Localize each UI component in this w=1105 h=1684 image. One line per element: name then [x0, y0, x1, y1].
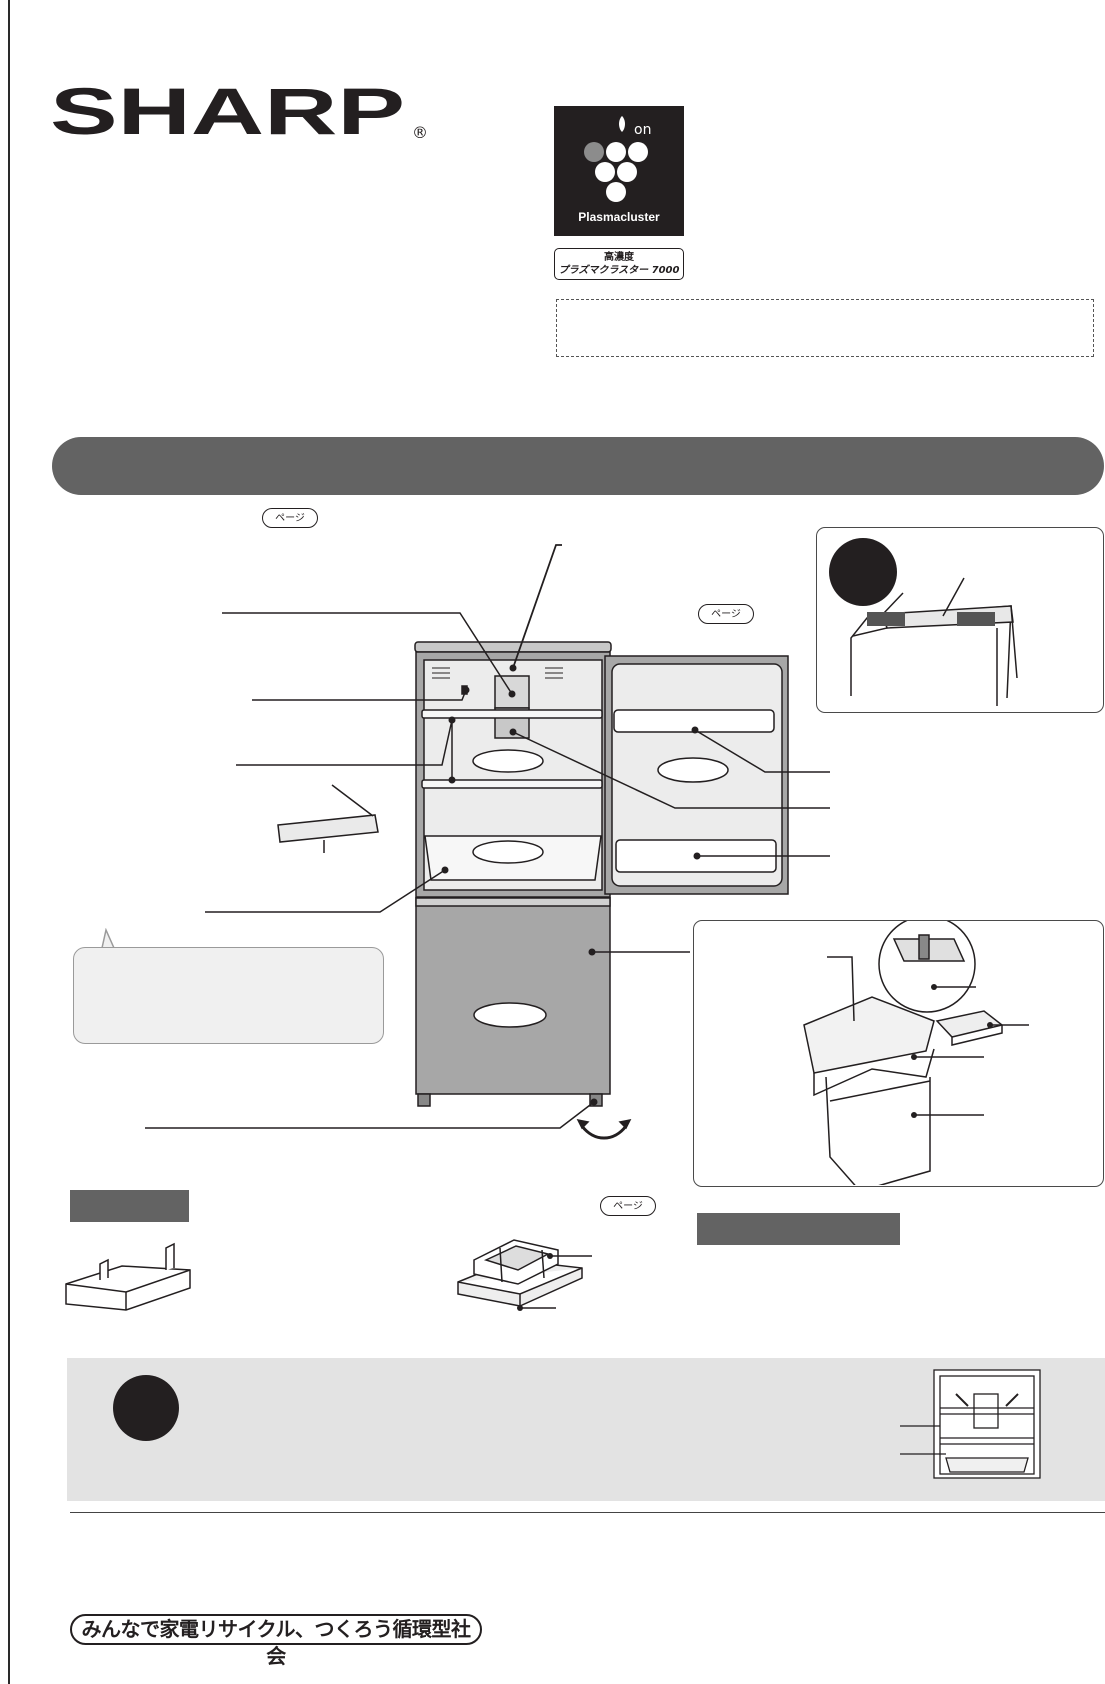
ion-text: on: [634, 122, 651, 138]
detail-marker-circle: [829, 538, 897, 606]
plasmacluster-logo: on Plasmacluster: [554, 106, 684, 236]
ice-box-inset: [693, 915, 1104, 1192]
section-title-bar: [52, 437, 1104, 495]
page-ref-pill-1: ページ: [262, 508, 318, 528]
badge-line1: 高濃度: [604, 252, 634, 263]
left-margin-rule: [8, 0, 10, 1684]
ice-tray-box-icon: [803, 915, 1029, 1192]
sharp-logo: SHARP ®: [50, 74, 430, 152]
top-vent-detail-icon: [829, 538, 1018, 706]
footer-divider: [70, 1512, 1105, 1513]
recycle-slogan: みんなで家電リサイクル、つくろう循環型社会: [70, 1614, 482, 1668]
page-ref-pill-3: ページ: [600, 1196, 656, 1216]
sharp-logo-icon: SHARP ®: [50, 74, 428, 148]
note-callout-box: [73, 947, 384, 1044]
plasmacluster-logo-icon: on Plasmacluster: [554, 106, 684, 236]
plasmacluster-wordmark: Plasmacluster: [578, 210, 660, 224]
badge-line2: プラズマクラスター 7000: [555, 264, 683, 277]
notice-panel: [67, 1358, 1105, 1501]
registered-mark: ®: [412, 123, 428, 142]
ice-section-label-bar: [697, 1213, 900, 1245]
top-detail-inset: [816, 527, 1104, 713]
badge-line2-text: プラズマクラスター: [558, 265, 649, 276]
logo-wordmark: SHARP: [50, 78, 405, 148]
callout-tail: [101, 928, 115, 949]
fridge-top-cap: [414, 641, 612, 653]
tray-set-icon: [457, 1239, 592, 1311]
accessories-label-bar: [70, 1190, 189, 1222]
page-ref-pill-2: ページ: [698, 604, 754, 624]
badge-number: 7000: [651, 265, 680, 276]
plasmacluster-badge: 高濃度 プラズマクラスター 7000: [554, 248, 684, 280]
notice-marker-circle: [113, 1375, 179, 1441]
dashed-note-box: [556, 299, 1094, 357]
fridge-interior-icon: [900, 1369, 1041, 1479]
refrigerator-diagram-icon: [145, 544, 830, 1140]
egg-holder-icon: [65, 1242, 191, 1311]
fridge-freezer-door: [415, 897, 611, 1095]
